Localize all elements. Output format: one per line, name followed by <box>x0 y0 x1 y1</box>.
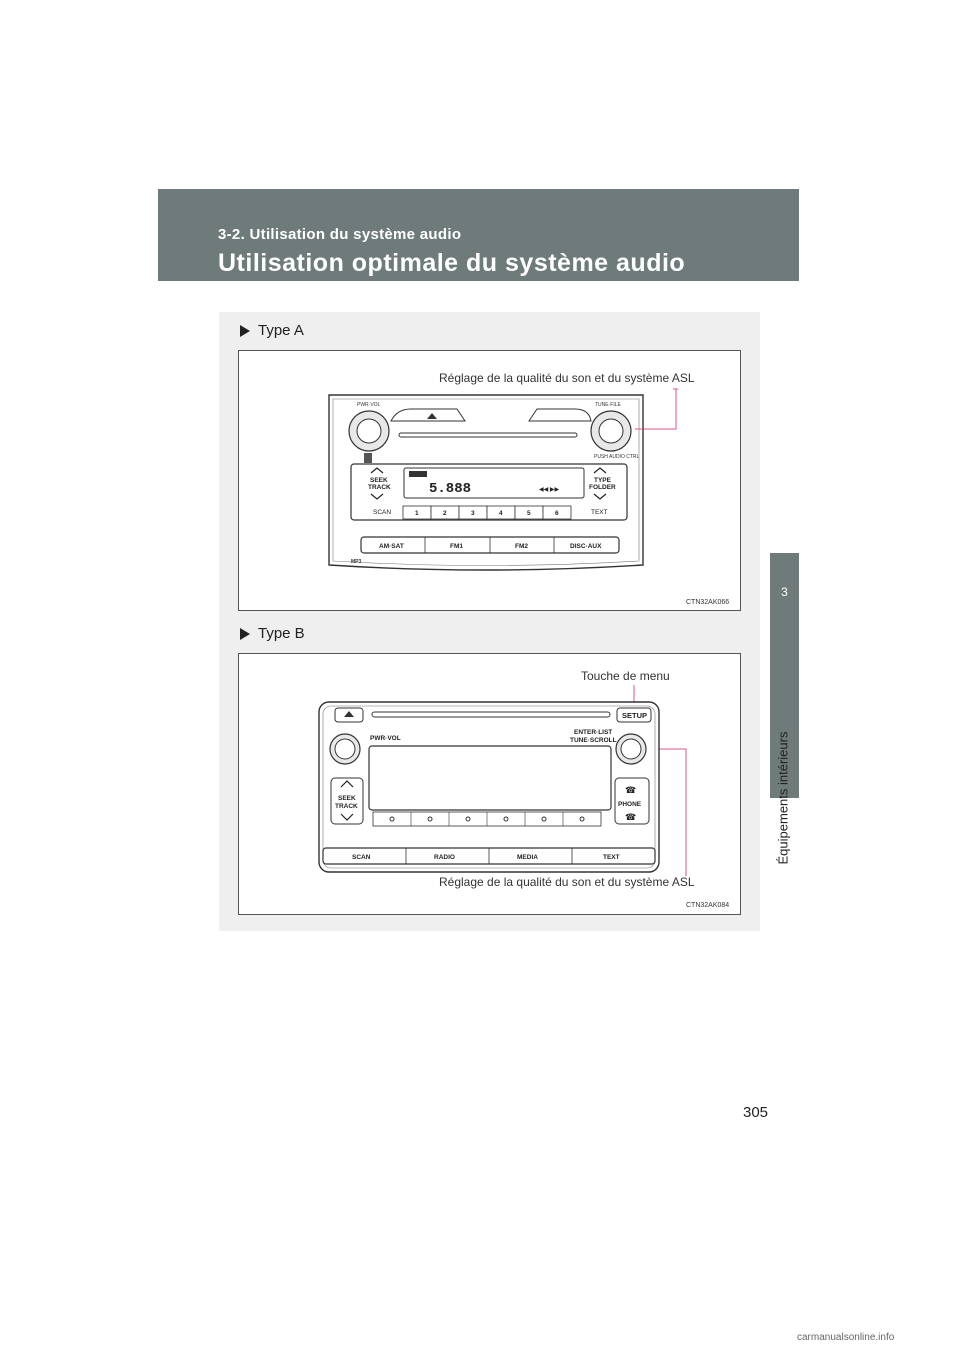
radio-button[interactable]: RADIO <box>434 854 455 861</box>
enter-list-label: ENTER·LIST <box>574 729 612 736</box>
fm2-button[interactable]: FM2 <box>515 543 528 550</box>
triangle-bullet-icon <box>240 627 250 640</box>
figure-type-a: Réglage de la qualité du son et du systè… <box>238 350 741 611</box>
chapter-tab: 3 <box>770 553 799 798</box>
tune-file-label-a: TUNE·FILE <box>595 402 622 408</box>
text-button-a[interactable]: TEXT <box>591 509 608 516</box>
phone-pickup-icon: ☎ <box>625 786 636 796</box>
type-a-label: Type A <box>258 322 304 339</box>
chapter-tab-label: Équipements intérieurs <box>775 731 791 865</box>
eject-icon <box>344 711 354 717</box>
preset-dot-4[interactable] <box>503 816 509 822</box>
preset-label: 4 <box>499 510 503 517</box>
seek-track-button-b[interactable] <box>330 777 364 825</box>
fm1-button[interactable]: FM1 <box>450 543 463 550</box>
preset-dot-2[interactable] <box>427 816 433 822</box>
seek-track-button-a[interactable]: SEEK TRACK <box>368 467 391 500</box>
mp3-logo: MP3 <box>351 559 362 565</box>
callout-a-label: Réglage de la qualité du son et du systè… <box>439 371 695 385</box>
pwr-vol-knob-a[interactable] <box>348 410 390 452</box>
callout-b-label: Réglage de la qualité du son et du systè… <box>439 875 695 889</box>
svg-text:FOLDER: FOLDER <box>589 484 616 491</box>
chevron-up-icon <box>340 780 354 788</box>
cd-slot-b <box>371 711 611 718</box>
pwr-vol-knob-b[interactable] <box>329 733 361 765</box>
type-b-label: Type B <box>258 625 305 642</box>
media-button[interactable]: MEDIA <box>517 854 538 861</box>
preset-dot-6[interactable] <box>579 816 585 822</box>
radio-type-b-illustration: Touche de menu Réglage de la qualité du … <box>318 669 729 909</box>
svg-text:SEEK: SEEK <box>338 795 356 802</box>
phone-hangup-icon: ☎ <box>625 813 636 823</box>
triangle-bullet-icon <box>240 324 250 337</box>
pwr-vol-label-b: PWR·VOL <box>370 735 401 742</box>
svg-text:TRACK: TRACK <box>335 803 358 810</box>
rewind-icon: ◀◀ ▶▶ <box>539 487 560 493</box>
cd-slot-a <box>398 432 578 438</box>
phone-button[interactable] <box>614 777 650 825</box>
figure-b-code: CTN32AK084 <box>686 902 729 909</box>
type-a-heading: Type A <box>240 322 304 339</box>
eject-icon <box>427 413 437 419</box>
type-b-heading: Type B <box>240 625 305 642</box>
chevron-down-icon <box>340 813 354 821</box>
display-screen-b <box>368 745 612 811</box>
type-folder-button[interactable]: TYPE FOLDER <box>589 467 616 500</box>
chapter-header: 3-2. Utilisation du système audio Utilis… <box>158 189 799 281</box>
callout-a-line <box>643 388 678 430</box>
figure-a-code: CTN32AK066 <box>686 599 729 606</box>
preset-dot-1[interactable] <box>389 816 395 822</box>
figure-type-b: Touche de menu Réglage de la qualité du … <box>238 653 741 915</box>
chevron-down-icon <box>593 493 607 500</box>
phone-label: PHONE <box>618 801 642 808</box>
am-sat-button[interactable]: AM·SAT <box>379 543 404 550</box>
chevron-up-icon <box>593 467 607 474</box>
preset-label: 5 <box>527 510 531 517</box>
display-digits: 5.888 <box>429 481 471 497</box>
disc-aux-button[interactable]: DISC·AUX <box>570 543 602 550</box>
preset-dot-3[interactable] <box>465 816 471 822</box>
preset-dot-5[interactable] <box>541 816 547 822</box>
chevron-down-icon <box>370 493 384 500</box>
tune-scroll-label: TUNE·SCROLL <box>570 737 617 744</box>
preset-button-6[interactable] <box>542 505 572 520</box>
callout-menu-label: Touche de menu <box>581 669 670 683</box>
setup-button[interactable] <box>616 707 652 723</box>
tune-scroll-knob[interactable] <box>615 733 647 765</box>
scan-button-b[interactable]: SCAN <box>352 854 371 861</box>
setup-label: SETUP <box>622 711 647 720</box>
pwr-vol-label-a: PWR·VOL <box>357 402 381 408</box>
radio-type-a-illustration: Réglage de la qualité du son et du systè… <box>328 371 729 606</box>
watermark: carmanualsonline.info <box>797 1332 895 1343</box>
svg-text:TYPE: TYPE <box>594 477 612 484</box>
text-button-b[interactable]: TEXT <box>603 854 620 861</box>
preset-buttons-a: 1 2 3 4 5 6 <box>402 505 572 520</box>
disc-icon <box>364 453 372 463</box>
chapter-number: 3 <box>781 585 788 599</box>
chevron-up-icon <box>370 467 384 474</box>
page-number: 305 <box>743 1104 769 1121</box>
svg-text:SEEK: SEEK <box>370 477 388 484</box>
page-title: Utilisation optimale du système audio <box>218 249 686 277</box>
preset-label: 3 <box>471 510 475 517</box>
figures-panel: Type A Réglage de la qualité du son et d… <box>219 312 760 931</box>
preset-label: 2 <box>443 510 447 517</box>
preset-label: 1 <box>415 510 419 517</box>
svg-text:TRACK: TRACK <box>368 484 391 491</box>
section-label: 3-2. Utilisation du système audio <box>218 226 462 243</box>
tune-file-knob-a[interactable] <box>590 410 632 452</box>
eject-button-a[interactable] <box>390 408 466 422</box>
scan-button-a[interactable]: SCAN <box>373 509 391 516</box>
push-audio-label: PUSH AUDIO CTRL <box>594 454 640 460</box>
preset-label: 6 <box>555 510 559 517</box>
display-screen-a <box>403 467 585 499</box>
